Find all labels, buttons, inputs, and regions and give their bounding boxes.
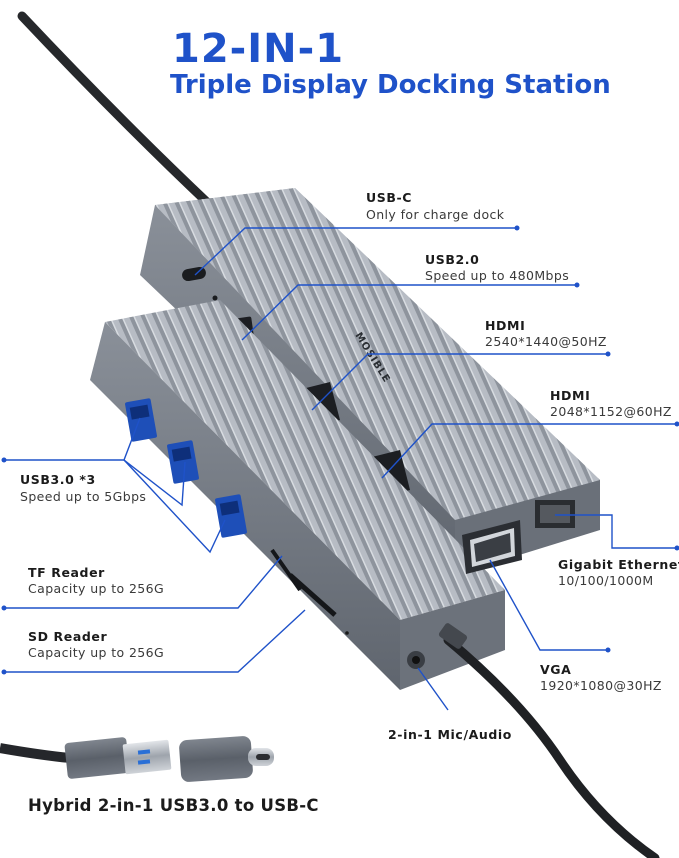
- usbc-adapter: [179, 736, 274, 782]
- hdmi2-label: HDMI: [550, 388, 591, 403]
- adapter-caption: Hybrid 2-in-1 USB3.0 to USB-C: [28, 796, 319, 815]
- sd-label: SD Reader: [28, 629, 108, 644]
- tf-label: TF Reader: [28, 565, 105, 580]
- ethernet-desc: 10/100/1000M: [558, 573, 654, 588]
- sd-slot: [288, 573, 337, 617]
- tf-slot: [270, 548, 302, 592]
- vga-port: [462, 520, 522, 574]
- vga-desc: 1920*1080@30HZ: [540, 678, 662, 693]
- lower-hub: [90, 300, 505, 690]
- usb-a-adapter-cable: [0, 737, 172, 779]
- callout-lines: [1, 225, 679, 711]
- usbc-desc: Only for charge dock: [366, 207, 505, 222]
- audio-label: 2-in-1 Mic/Audio: [388, 727, 512, 742]
- vga-label: VGA: [540, 662, 572, 677]
- usb3-label: USB3.0 *3: [20, 472, 96, 487]
- hdmi2-desc: 2048*1152@60HZ: [550, 404, 672, 419]
- usb2-label: USB2.0: [425, 252, 480, 267]
- tf-desc: Capacity up to 256G: [28, 581, 165, 596]
- sd-desc: Capacity up to 256G: [28, 645, 165, 660]
- page-subtitle: Triple Display Docking Station: [170, 70, 611, 100]
- hdmi1-label: HDMI: [485, 318, 526, 333]
- lower-cable: [443, 635, 660, 858]
- usbc-label: USB-C: [366, 190, 413, 205]
- usb2-desc: Speed up to 480Mbps: [425, 268, 570, 283]
- hdmi1-desc: 2540*1440@50HZ: [485, 334, 607, 349]
- page-title: 12-IN-1: [172, 26, 345, 72]
- usb3-desc: Speed up to 5Gbps: [20, 489, 147, 504]
- upper-cable: [17, 11, 215, 210]
- ethernet-label: Gigabit Ethernet: [558, 557, 679, 572]
